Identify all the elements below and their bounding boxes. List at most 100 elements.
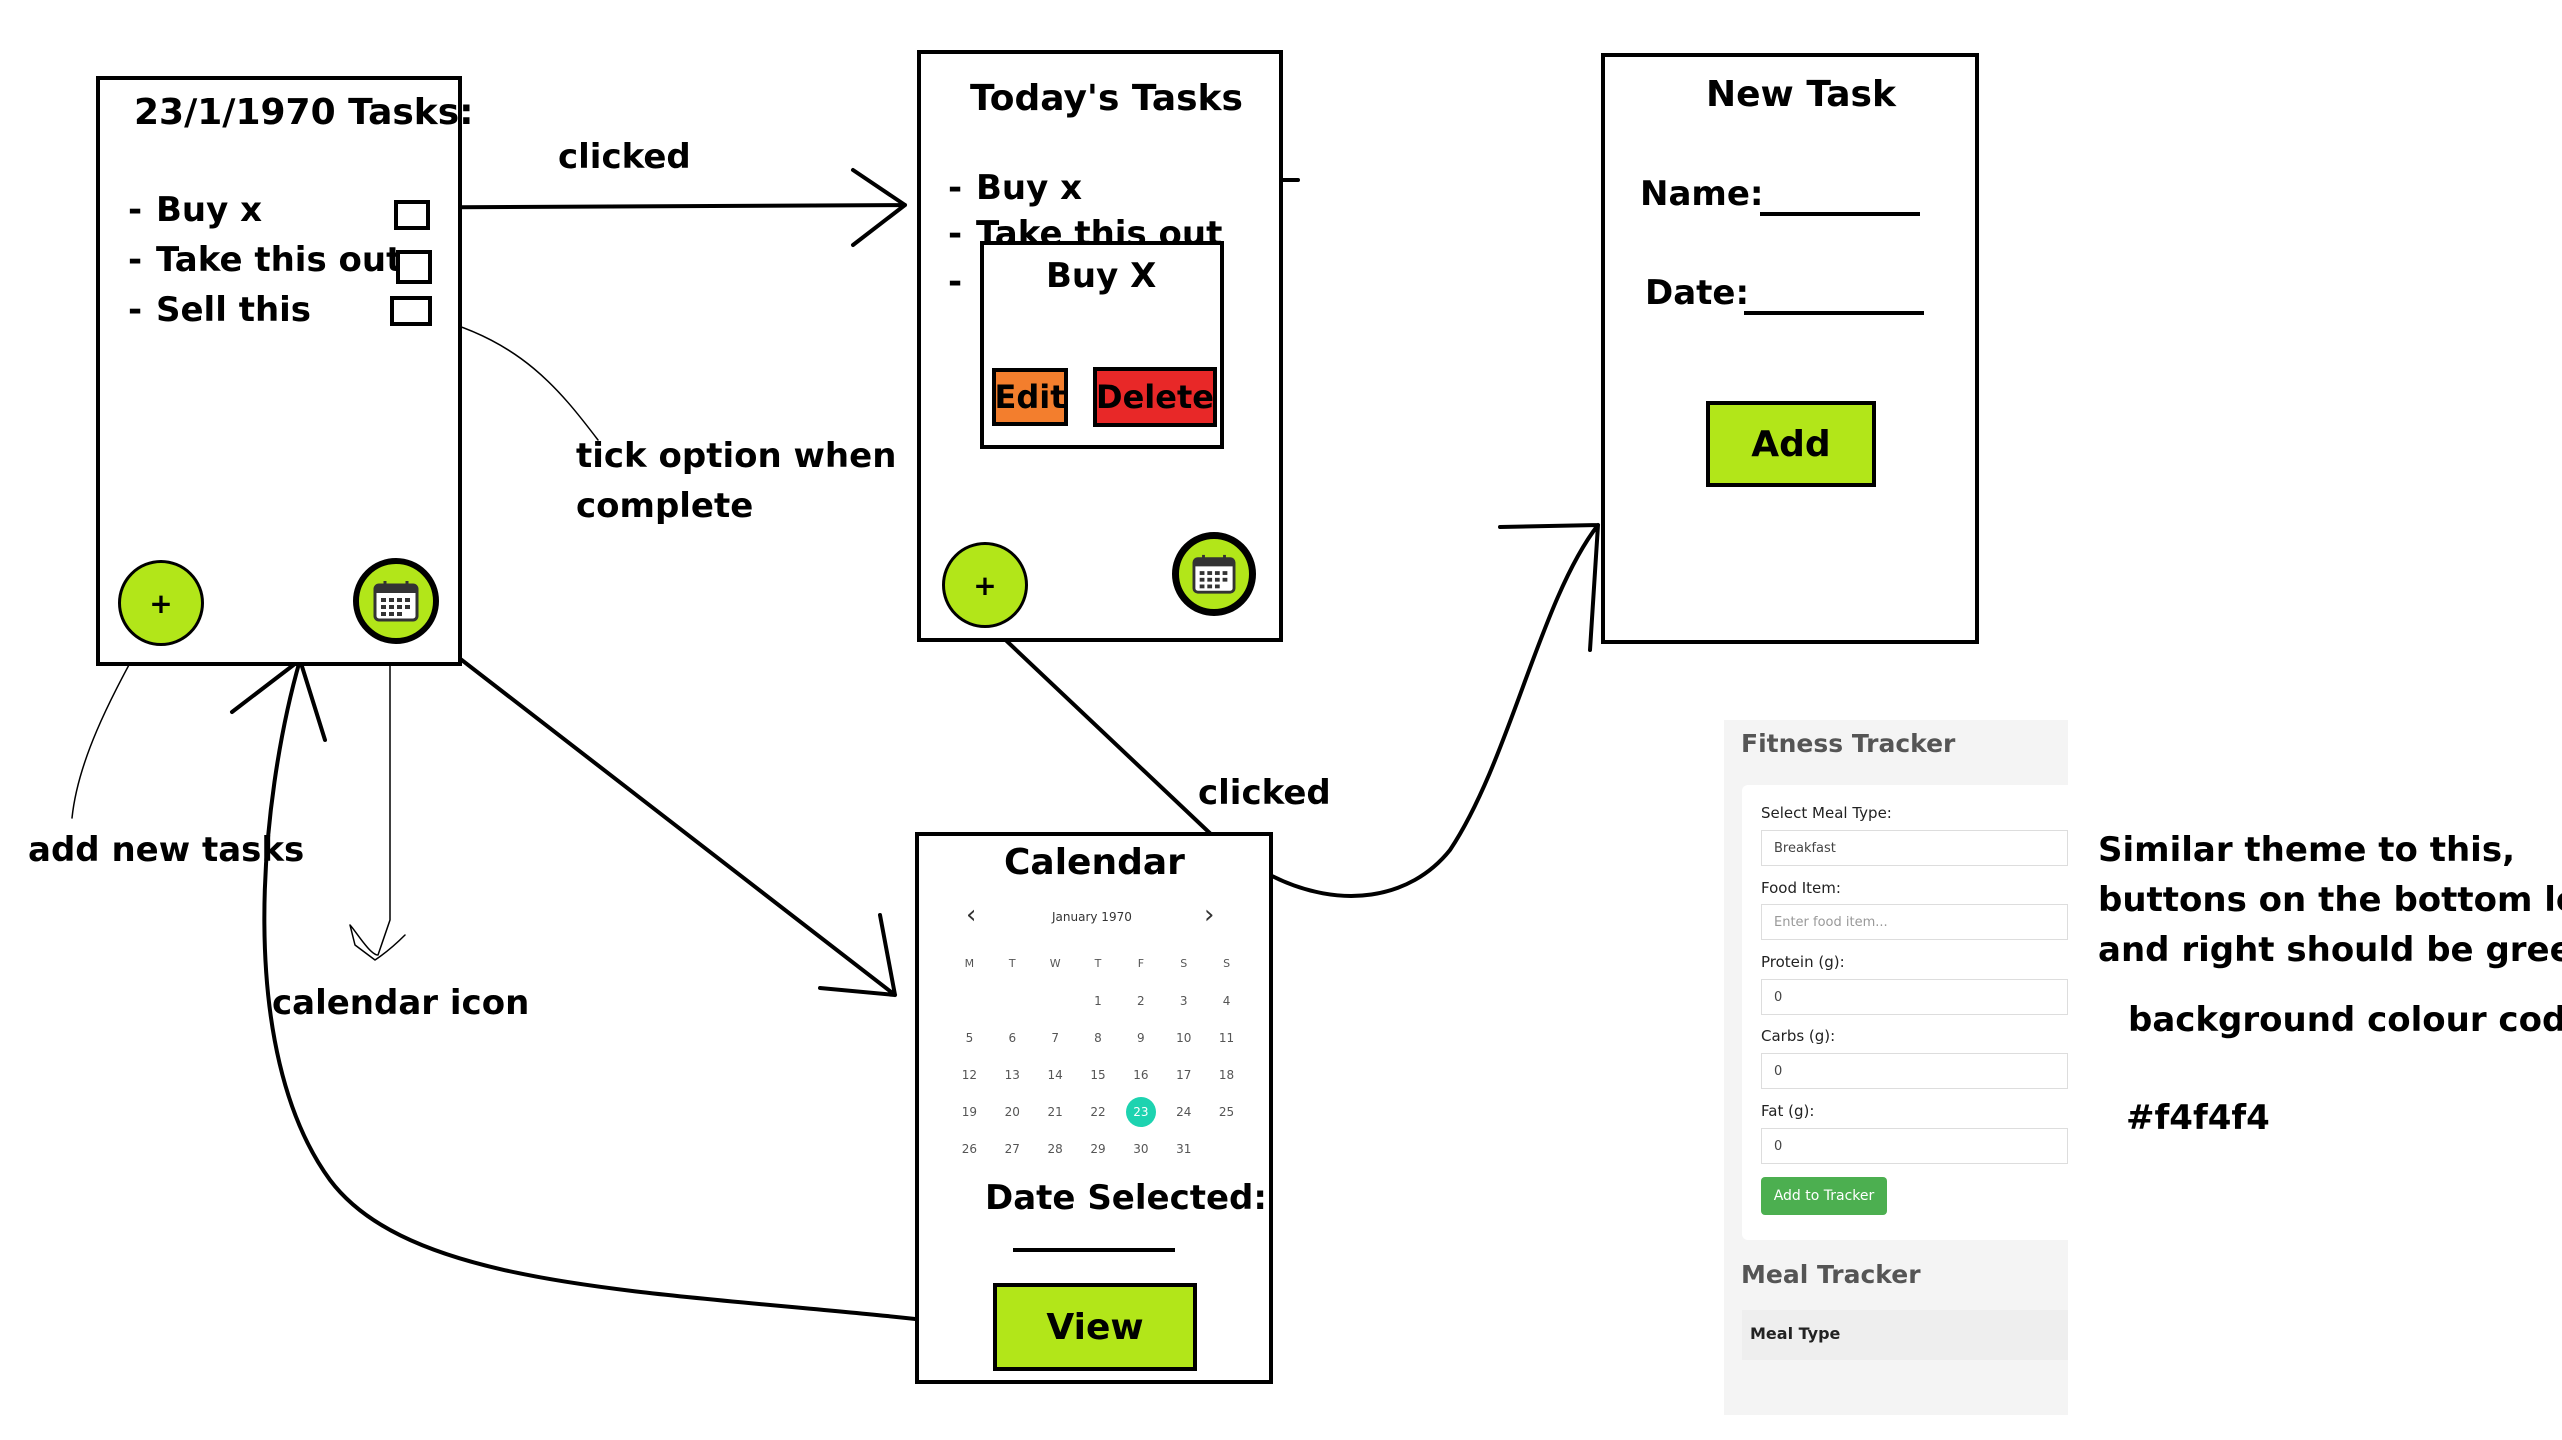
calendar-day[interactable]: 5 xyxy=(965,1030,974,1045)
weekday-label: S xyxy=(1223,957,1231,970)
calendar-day[interactable]: 30 xyxy=(1133,1141,1149,1156)
calendar-day[interactable]: 9 xyxy=(1137,1030,1145,1045)
date-field[interactable] xyxy=(1744,311,1924,315)
field-label: Carbs (g): xyxy=(1761,1027,1836,1045)
calendar-day[interactable]: 2 xyxy=(1137,993,1145,1008)
meal-type-select[interactable]: Breakfast xyxy=(1761,830,2068,866)
add-tasks-pointer xyxy=(71,647,139,819)
task-bullet: - xyxy=(948,262,963,302)
name-field[interactable] xyxy=(1760,212,1920,216)
calendar-day[interactable]: 21 xyxy=(1047,1104,1063,1119)
annotation-bg-colour: background colour code xyxy=(2128,1000,2562,1040)
field-label: Fat (g): xyxy=(1761,1102,1815,1120)
task-label: Sell this xyxy=(156,290,312,330)
field-label: Food Item: xyxy=(1761,879,1841,897)
weekday-label: M xyxy=(964,957,975,970)
annotation-tick-option-2: complete xyxy=(576,486,754,526)
protein-input[interactable]: 0 xyxy=(1761,979,2068,1015)
edit-button[interactable]: Edit xyxy=(992,368,1068,426)
calendar-day[interactable]: 10 xyxy=(1176,1030,1192,1045)
calendar-day[interactable]: 26 xyxy=(961,1141,978,1156)
task-checkbox[interactable] xyxy=(394,200,430,230)
calendar-day[interactable]: 1 xyxy=(1094,993,1102,1008)
calendar-day[interactable]: 16 xyxy=(1133,1067,1149,1082)
calendar-day[interactable]: 22 xyxy=(1090,1104,1106,1119)
calendar-day[interactable]: 6 xyxy=(1008,1030,1017,1045)
calendar-day[interactable]: 25 xyxy=(1218,1104,1235,1119)
calendar-day[interactable]: 8 xyxy=(1094,1030,1102,1045)
calendar-day[interactable]: 24 xyxy=(1176,1104,1192,1119)
calendar-day[interactable]: 31 xyxy=(1176,1141,1192,1156)
calendar-day[interactable]: 20 xyxy=(1004,1104,1020,1119)
calendar-day[interactable]: 11 xyxy=(1218,1030,1235,1045)
add-to-tracker-button[interactable]: Add to Tracker xyxy=(1761,1177,1887,1215)
next-month-button[interactable]: › xyxy=(1204,900,1215,930)
screen-new-task xyxy=(1601,53,1979,644)
calendar-day[interactable]: 12 xyxy=(961,1067,978,1082)
delete-button[interactable]: Delete xyxy=(1093,367,1217,427)
calendar-day[interactable]: 14 xyxy=(1047,1067,1063,1082)
date-label: Date: xyxy=(1645,273,1750,313)
fat-input[interactable]: 0 xyxy=(1761,1128,2068,1164)
annotation-theme-2: buttons on the bottom left xyxy=(2098,880,2562,920)
date-selected-label: Date Selected: xyxy=(985,1178,1267,1218)
date-selected-value xyxy=(1013,1248,1175,1252)
calendar-day xyxy=(1205,1130,1248,1167)
popup-title: Buy X xyxy=(1046,256,1157,296)
view-button[interactable]: View xyxy=(993,1283,1197,1371)
calendar-day xyxy=(991,982,1034,1019)
meal-type-header: Meal Type xyxy=(1750,1324,1841,1343)
task-checkbox[interactable] xyxy=(390,296,432,326)
delete-label: Delete xyxy=(1096,378,1214,416)
task-bullet: - xyxy=(948,168,963,208)
task-bullet: - xyxy=(128,190,143,230)
task-checkbox[interactable] xyxy=(396,250,432,284)
calendar-day[interactable]: 18 xyxy=(1218,1067,1235,1082)
calendar-day[interactable]: 13 xyxy=(1004,1067,1020,1082)
calendar-button[interactable] xyxy=(1172,532,1256,616)
calendar-day[interactable]: 4 xyxy=(1222,993,1231,1008)
edit-label: Edit xyxy=(994,378,1066,416)
add-button[interactable]: Add xyxy=(1706,401,1876,487)
calendar-day[interactable]: 27 xyxy=(1004,1141,1020,1156)
calendar-day[interactable]: 7 xyxy=(1051,1030,1059,1045)
calendar-day[interactable]: 15 xyxy=(1090,1067,1106,1082)
meal-table-header xyxy=(1742,1310,2068,1360)
task-label: Buy x xyxy=(976,168,1083,208)
food-item-input[interactable]: Enter food item... xyxy=(1761,904,2068,940)
calendar-icon-pointer xyxy=(349,639,406,961)
weekday-label: T xyxy=(1008,957,1016,970)
clicked-link-line xyxy=(993,628,1217,840)
screen-title: Calendar xyxy=(1004,842,1185,883)
arrow-to-new-task xyxy=(1270,523,1600,898)
calendar-day[interactable]: 19 xyxy=(961,1104,978,1119)
calendar-day[interactable]: 28 xyxy=(1047,1141,1063,1156)
calendar-day[interactable]: 23 xyxy=(1119,1093,1162,1130)
prev-month-button[interactable]: ‹ xyxy=(966,900,977,930)
carbs-input[interactable]: 0 xyxy=(1761,1053,2068,1089)
plus-label: + xyxy=(149,586,173,620)
calendar-button[interactable] xyxy=(353,558,439,644)
meal-tracker-title: Meal Tracker xyxy=(1741,1260,1921,1289)
add-task-button[interactable]: + xyxy=(118,560,204,646)
field-label: Select Meal Type: xyxy=(1761,804,1892,822)
screen-title: 23/1/1970 Tasks: xyxy=(134,92,474,133)
calendar-day xyxy=(948,982,991,1019)
annotation-theme-3: and right should be green xyxy=(2098,930,2562,970)
screen-title: Today's Tasks xyxy=(970,78,1243,119)
annotation-theme-1: Similar theme to this, xyxy=(2098,830,2515,870)
calendar-day xyxy=(1034,982,1077,1019)
tick-option-pointer xyxy=(431,317,599,441)
calendar-day[interactable]: 29 xyxy=(1090,1141,1106,1156)
weekday-label: T xyxy=(1094,957,1102,970)
calendar-day[interactable]: 17 xyxy=(1176,1067,1192,1082)
weekday-label: W xyxy=(1049,957,1061,970)
calendar-day[interactable]: 3 xyxy=(1179,993,1188,1008)
add-task-button[interactable]: + xyxy=(942,542,1028,628)
screen-title: New Task xyxy=(1706,74,1896,115)
plus-label: + xyxy=(973,568,997,602)
annotation-calendar-icon: calendar icon xyxy=(272,983,530,1023)
annotation-add-new-tasks: add new tasks xyxy=(28,830,305,870)
